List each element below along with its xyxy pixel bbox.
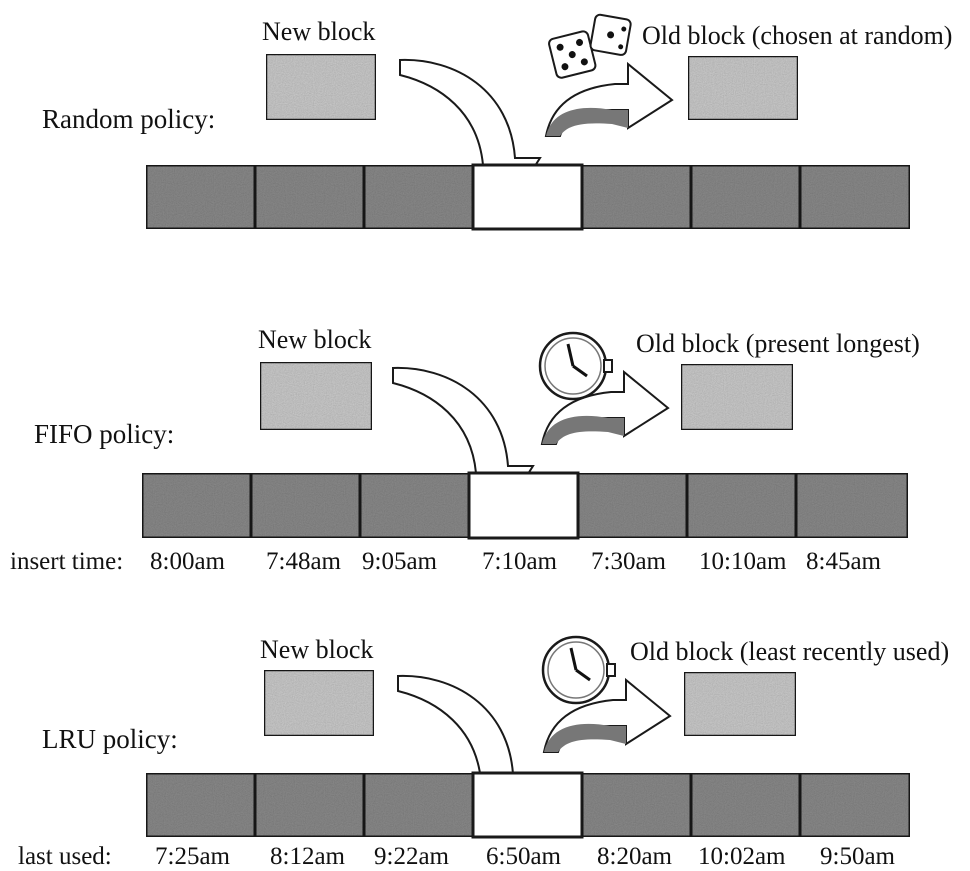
new-block-label: New block bbox=[262, 17, 375, 46]
section-lru-policy: LRU policy: New block Old block (least r… bbox=[18, 635, 949, 870]
evict-arrow bbox=[540, 369, 670, 445]
cache-slot bbox=[362, 163, 475, 231]
cache-slot-empty bbox=[471, 163, 584, 231]
time-row: insert time: 8:00am 7:48am 9:05am 7:10am… bbox=[10, 548, 882, 575]
clock-icon bbox=[538, 331, 613, 401]
cache-slot bbox=[140, 471, 253, 540]
cache-slot bbox=[794, 471, 910, 540]
time-value: 10:10am bbox=[699, 548, 787, 575]
new-block-label: New block bbox=[258, 325, 371, 354]
cache-slot bbox=[576, 471, 689, 540]
cache-slot bbox=[362, 771, 475, 839]
old-block-label: Old block (present longest) bbox=[636, 329, 920, 358]
cache-slot bbox=[689, 771, 802, 839]
cache-slot bbox=[358, 471, 471, 540]
cache-row bbox=[144, 771, 912, 839]
time-value: 8:20am bbox=[597, 843, 673, 870]
time-row: last used: 7:25am 8:12am 9:22am 6:50am 8… bbox=[18, 843, 896, 870]
time-value: 8:45am bbox=[806, 548, 882, 575]
old-block-label: Old block (chosen at random) bbox=[642, 21, 952, 50]
policy-label: FIFO policy: bbox=[34, 419, 174, 449]
cache-slot bbox=[798, 771, 912, 839]
time-value: 7:10am bbox=[482, 548, 558, 575]
time-value: 7:25am bbox=[155, 843, 231, 870]
time-value: 6:50am bbox=[486, 843, 562, 870]
cache-slot bbox=[144, 771, 257, 839]
dice-icon bbox=[548, 13, 632, 79]
cache-slot-empty bbox=[471, 771, 584, 839]
time-value: 8:00am bbox=[150, 548, 226, 575]
cache-slot-empty bbox=[467, 471, 580, 540]
evict-arrow bbox=[544, 61, 674, 137]
old-block bbox=[682, 670, 798, 738]
cache-row bbox=[140, 471, 910, 540]
old-block-label: Old block (least recently used) bbox=[630, 637, 949, 666]
time-value: 9:05am bbox=[362, 548, 438, 575]
evict-arrow bbox=[542, 677, 672, 753]
cache-slot bbox=[689, 163, 802, 231]
time-value: 8:12am bbox=[270, 843, 346, 870]
old-block bbox=[686, 54, 800, 122]
new-block bbox=[258, 360, 374, 432]
time-value: 7:48am bbox=[266, 548, 342, 575]
section-fifo-policy: FIFO policy: New block Old block (presen… bbox=[10, 325, 920, 575]
policy-label: Random policy: bbox=[42, 104, 215, 134]
time-row-label: insert time: bbox=[10, 548, 123, 575]
old-block bbox=[679, 362, 795, 432]
new-block bbox=[264, 52, 378, 122]
policy-label: LRU policy: bbox=[42, 724, 178, 754]
section-random-policy: Random policy: New block Old block (chos… bbox=[42, 13, 952, 231]
cache-slot bbox=[798, 163, 912, 231]
cache-row bbox=[144, 163, 912, 231]
cache-slot bbox=[253, 771, 366, 839]
time-value: 10:02am bbox=[698, 843, 786, 870]
new-block-label: New block bbox=[260, 635, 373, 664]
time-value: 9:22am bbox=[374, 843, 450, 870]
new-block bbox=[262, 668, 376, 738]
cache-slot bbox=[253, 163, 366, 231]
cache-slot bbox=[580, 771, 693, 839]
time-value: 7:30am bbox=[591, 548, 667, 575]
clock-icon bbox=[541, 635, 616, 705]
cache-slot bbox=[249, 471, 362, 540]
time-value: 9:50am bbox=[820, 843, 896, 870]
time-row-label: last used: bbox=[18, 843, 112, 870]
cache-slot bbox=[685, 471, 798, 540]
cache-slot bbox=[144, 163, 257, 231]
cache-slot bbox=[580, 163, 693, 231]
